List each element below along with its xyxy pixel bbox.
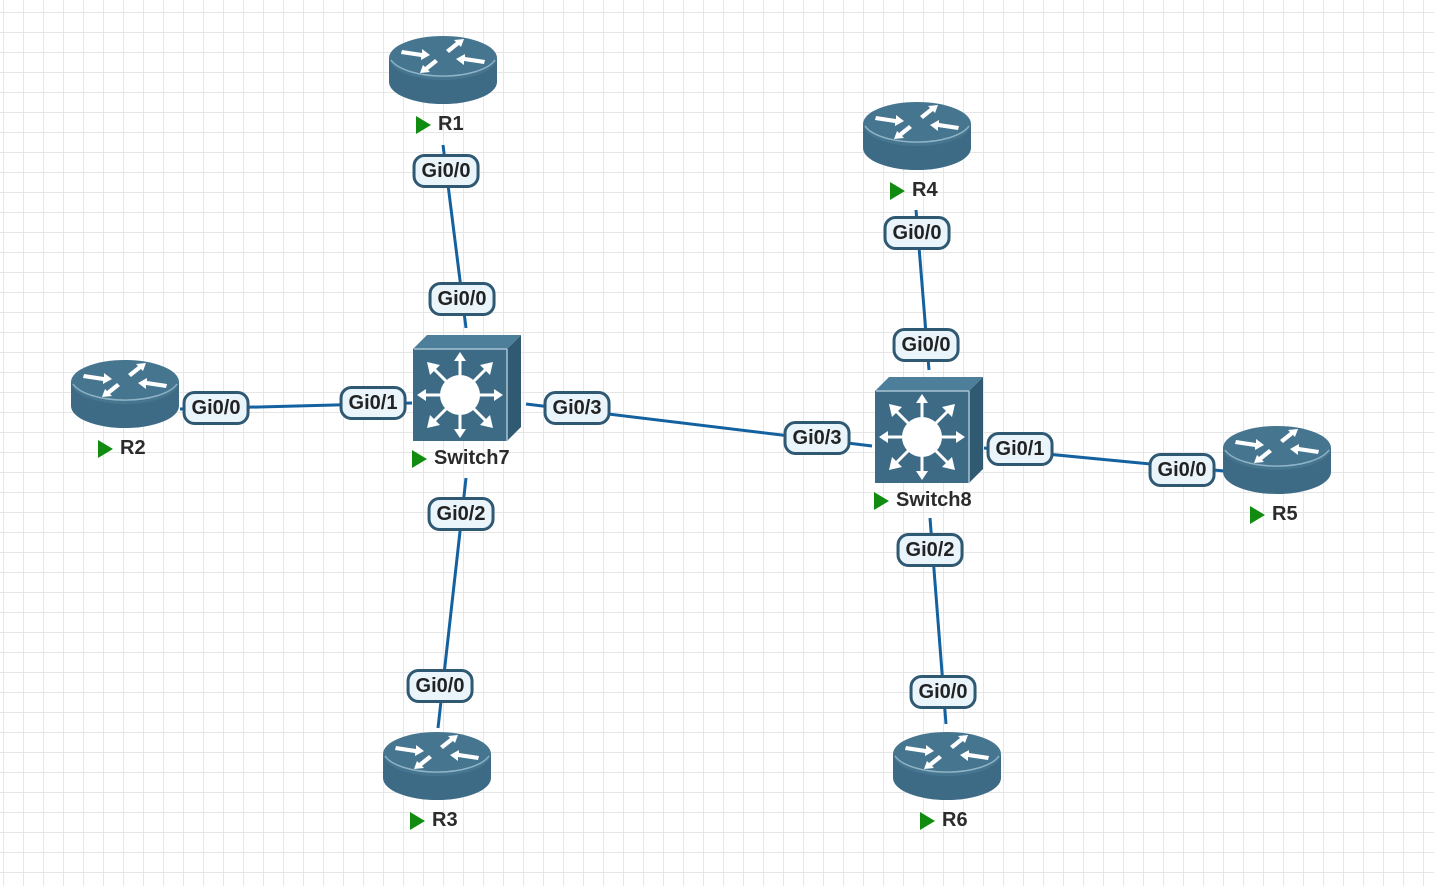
device-name: R5	[1272, 503, 1298, 525]
router-icon	[71, 360, 179, 428]
running-status-icon	[410, 811, 425, 830]
label-r2[interactable]: R2	[98, 437, 146, 460]
router-icon	[389, 36, 497, 104]
label-r6[interactable]: R6	[920, 809, 968, 832]
port-switch7-gi0-3[interactable]: Gi0/3	[543, 391, 611, 425]
router-r1[interactable]	[388, 34, 498, 108]
router-r5[interactable]	[1222, 424, 1332, 498]
device-name: R4	[912, 179, 938, 201]
port-switch7-gi0-2[interactable]: Gi0/2	[427, 497, 495, 531]
port-r5-gi0-0[interactable]: Gi0/0	[1148, 453, 1216, 487]
port-switch8-gi0-1[interactable]: Gi0/1	[986, 432, 1054, 466]
device-name: Switch8	[896, 489, 972, 511]
running-status-icon	[416, 115, 431, 134]
device-name: R6	[942, 809, 968, 831]
port-switch8-gi0-3[interactable]: Gi0/3	[783, 421, 851, 455]
router-icon	[863, 102, 971, 170]
multilayer-switch-icon	[413, 335, 521, 441]
running-status-icon	[890, 181, 905, 200]
port-switch8-gi0-0[interactable]: Gi0/0	[892, 328, 960, 362]
router-r2[interactable]	[70, 358, 180, 432]
multilayer-switch-icon	[875, 377, 983, 483]
router-r3[interactable]	[382, 730, 492, 804]
port-r1-gi0-0[interactable]: Gi0/0	[412, 154, 480, 188]
port-r3-gi0-0[interactable]: Gi0/0	[406, 669, 474, 703]
device-name: Switch7	[434, 447, 510, 469]
label-r4[interactable]: R4	[890, 179, 938, 202]
device-name: R2	[120, 437, 146, 459]
running-status-icon	[412, 449, 427, 468]
running-status-icon	[874, 491, 889, 510]
router-r6[interactable]	[892, 730, 1002, 804]
label-r3[interactable]: R3	[410, 809, 458, 832]
running-status-icon	[1250, 505, 1265, 524]
label-switch8[interactable]: Switch8	[874, 489, 972, 512]
label-switch7[interactable]: Switch7	[412, 447, 510, 470]
port-switch7-gi0-1[interactable]: Gi0/1	[339, 386, 407, 420]
running-status-icon	[98, 439, 113, 458]
label-r1[interactable]: R1	[416, 113, 464, 136]
port-switch7-gi0-0[interactable]: Gi0/0	[428, 282, 496, 316]
router-icon	[1223, 426, 1331, 494]
label-r5[interactable]: R5	[1250, 503, 1298, 526]
router-icon	[383, 732, 491, 800]
port-r2-gi0-0[interactable]: Gi0/0	[182, 391, 250, 425]
running-status-icon	[920, 811, 935, 830]
switch-switch7[interactable]	[413, 335, 521, 443]
port-switch8-gi0-2[interactable]: Gi0/2	[896, 533, 964, 567]
router-r4[interactable]	[862, 100, 972, 174]
switch-switch8[interactable]	[875, 377, 983, 485]
device-name: R1	[438, 113, 464, 135]
port-r4-gi0-0[interactable]: Gi0/0	[883, 216, 951, 250]
device-name: R3	[432, 809, 458, 831]
port-r6-gi0-0[interactable]: Gi0/0	[909, 675, 977, 709]
router-icon	[893, 732, 1001, 800]
